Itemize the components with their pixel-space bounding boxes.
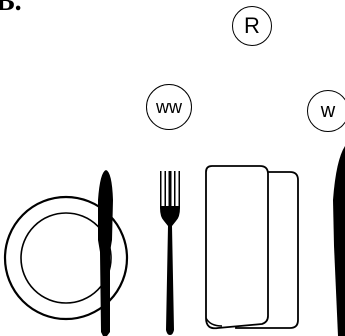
plate-well <box>20 212 112 304</box>
plate <box>3 195 129 321</box>
marker-w: w <box>307 90 345 132</box>
marker-w-text: w <box>320 99 336 122</box>
napkin-front-layer <box>205 165 269 330</box>
napkin-icon <box>205 165 299 330</box>
side-knife-icon <box>333 146 345 336</box>
marker-ww: ww <box>146 84 192 130</box>
marker-r: R <box>232 6 272 46</box>
fork-icon <box>160 171 180 335</box>
napkin-fold-line <box>205 317 223 327</box>
section-label: B. <box>0 0 22 17</box>
marker-r-text: R <box>244 13 260 38</box>
dinner-knife-icon <box>98 170 113 336</box>
marker-ww-text: ww <box>156 96 182 117</box>
